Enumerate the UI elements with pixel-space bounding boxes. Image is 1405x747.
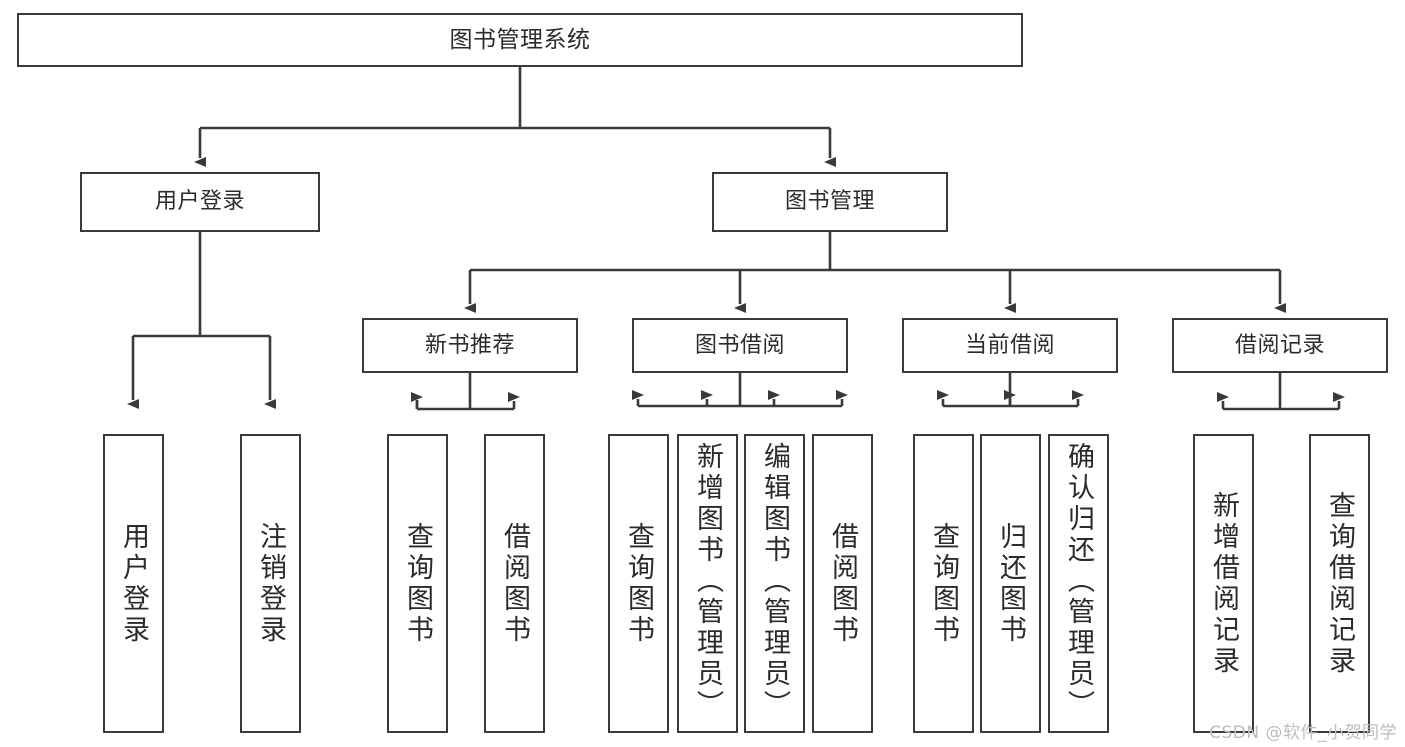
leaf-new-book-query[interactable]: 查询图书 bbox=[387, 434, 448, 733]
leaf-label: 查询图书 bbox=[402, 521, 433, 646]
node-new-book[interactable]: 新书推荐 bbox=[362, 318, 578, 373]
leaf-label: 注销登录 bbox=[255, 521, 286, 646]
leaf-current-borrow-confirm[interactable]: 确认归还（管理员） bbox=[1048, 434, 1109, 733]
node-book-manage[interactable]: 图书管理 bbox=[712, 172, 948, 232]
leaf-user-login-logout[interactable]: 注销登录 bbox=[240, 434, 301, 733]
leaf-label: 新增图书（管理员） bbox=[692, 442, 723, 721]
leaf-new-book-borrow[interactable]: 借阅图书 bbox=[484, 434, 545, 733]
leaf-book-borrow-borrow[interactable]: 借阅图书 bbox=[812, 434, 873, 733]
node-borrow-record-label: 借阅记录 bbox=[1234, 332, 1325, 358]
node-current-borrow[interactable]: 当前借阅 bbox=[902, 318, 1118, 373]
leaf-current-borrow-query[interactable]: 查询图书 bbox=[913, 434, 974, 733]
leaf-book-borrow-edit[interactable]: 编辑图书（管理员） bbox=[744, 434, 805, 733]
leaf-label: 新增借阅记录 bbox=[1208, 490, 1239, 677]
leaf-book-borrow-query[interactable]: 查询图书 bbox=[608, 434, 669, 733]
leaf-label: 借阅图书 bbox=[827, 521, 858, 646]
leaf-label: 查询图书 bbox=[928, 521, 959, 646]
node-book-manage-label: 图书管理 bbox=[784, 189, 875, 215]
node-book-borrow[interactable]: 图书借阅 bbox=[632, 318, 848, 373]
node-new-book-label: 新书推荐 bbox=[424, 332, 515, 358]
node-root[interactable]: 图书管理系统 bbox=[17, 13, 1023, 67]
leaf-user-login-login[interactable]: 用户登录 bbox=[103, 434, 164, 733]
leaf-borrow-record-query[interactable]: 查询借阅记录 bbox=[1309, 434, 1370, 733]
leaf-label: 用户登录 bbox=[118, 521, 149, 646]
leaf-current-borrow-return[interactable]: 归还图书 bbox=[980, 434, 1041, 733]
node-borrow-record[interactable]: 借阅记录 bbox=[1172, 318, 1388, 373]
node-root-label: 图书管理系统 bbox=[449, 26, 591, 53]
leaf-label: 编辑图书（管理员） bbox=[759, 442, 790, 721]
leaf-borrow-record-add[interactable]: 新增借阅记录 bbox=[1193, 434, 1254, 733]
node-user-login-label: 用户登录 bbox=[154, 189, 245, 215]
node-current-borrow-label: 当前借阅 bbox=[964, 332, 1055, 358]
leaf-label: 归还图书 bbox=[995, 521, 1026, 646]
leaf-label: 确认归还（管理员） bbox=[1063, 442, 1094, 721]
leaf-label: 查询借阅记录 bbox=[1324, 490, 1355, 677]
leaf-book-borrow-add[interactable]: 新增图书（管理员） bbox=[677, 434, 738, 733]
node-user-login[interactable]: 用户登录 bbox=[80, 172, 320, 232]
node-book-borrow-label: 图书借阅 bbox=[694, 332, 785, 358]
csdn-watermark: CSDN @软件_小贺同学 bbox=[1209, 723, 1397, 743]
leaf-label: 查询图书 bbox=[623, 521, 654, 646]
leaf-label: 借阅图书 bbox=[499, 521, 530, 646]
